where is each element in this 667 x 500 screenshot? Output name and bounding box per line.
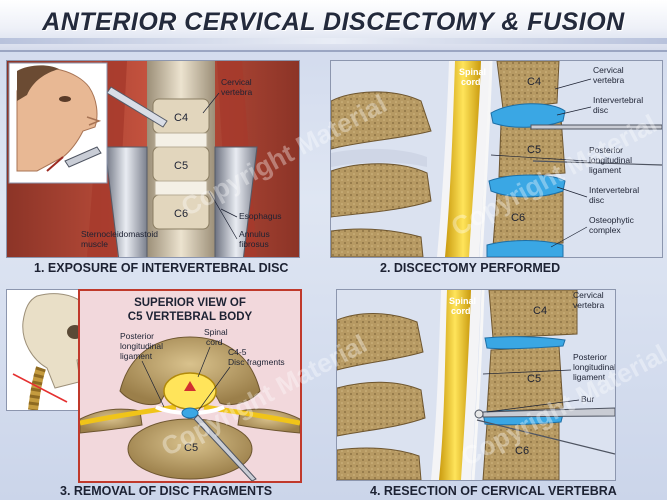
p2-c6-label: C6: [511, 212, 525, 224]
panel-superior-view: SUPERIOR VIEW OF C5 VERTEBRAL BODY C5 Po…: [78, 289, 302, 483]
p3-heading-2: C5 VERTEBRAL BODY: [128, 311, 253, 323]
p2-disc-top-label-1: Intervertebral: [593, 95, 643, 105]
p2-disc-bottom-label-2: disc: [589, 195, 605, 205]
discectomy-illustration: C4 C5 C6 Spinal cord Cervical vertebra I…: [331, 61, 662, 257]
p1-c6-label: C6: [174, 208, 188, 220]
p2-cord-label-2: cord: [461, 77, 481, 87]
p4-cord-label-2: cord: [451, 306, 471, 316]
p4-cervical-label-2: vertebra: [573, 300, 604, 310]
title-stripe: [0, 38, 667, 44]
p4-pll-label-2: longitudinal: [573, 362, 615, 372]
p3-cord-label-2: cord: [206, 337, 223, 347]
p1-annulus-label-1: Annulus: [239, 229, 270, 239]
p2-c5-label: C5: [527, 144, 541, 156]
p3-disc-fragments: [181, 407, 199, 419]
p4-c4-label: C4: [533, 305, 547, 317]
p3-heading-1: SUPERIOR VIEW OF: [134, 297, 246, 309]
p2-pll-label-1: Posterior: [589, 145, 623, 155]
p4-spinal-cord: [439, 290, 471, 480]
p3-fragments-label-2: Disc fragments: [228, 357, 285, 367]
panel-exposure: C4 C5 C6 Cervical vertebra Esophagus Ann…: [6, 60, 300, 258]
p2-cervical-label-2: vertebra: [593, 75, 624, 85]
exposure-illustration: C4 C5 C6 Cervical vertebra Esophagus Ann…: [7, 61, 299, 257]
p1-annulus-label-2: fibrosus: [239, 239, 269, 249]
p2-pll-label-3: ligament: [589, 165, 622, 175]
p3-cord-label-1: Spinal: [204, 327, 228, 337]
p3-fragments-label-1: C4-5: [228, 347, 247, 357]
panel1-caption: 1. EXPOSURE OF INTERVERTEBRAL DISC: [34, 261, 289, 275]
p1-c4-label: C4: [174, 112, 188, 124]
p4-pll-label-3: ligament: [573, 372, 606, 382]
panel3-caption: 3. REMOVAL OF DISC FRAGMENTS: [60, 484, 273, 498]
panel4-caption: 4. RESECTION OF CERVICAL VERTEBRA: [370, 484, 617, 498]
p4-cervical-label-1: Cervical: [573, 290, 604, 300]
p4-pll-label-1: Posterior: [573, 352, 607, 362]
p4-bur-label: Bur: [581, 394, 594, 404]
p2-disc-top-label-2: disc: [593, 105, 609, 115]
p1-cervical-label-2: vertebra: [221, 87, 252, 97]
p4-c6-label: C6: [515, 445, 529, 457]
page-title: ANTERIOR CERVICAL DISCECTOMY & FUSION: [42, 8, 625, 36]
p2-cervical-label-1: Cervical: [593, 65, 624, 75]
p1-c5-label: C5: [174, 160, 188, 172]
p2-osteophytic-label-1: Osteophytic: [589, 215, 635, 225]
p2-c4-label: C4: [527, 76, 541, 88]
p2-disc-bottom-label-1: Intervertebral: [589, 185, 639, 195]
resection-illustration: C4 C5 C6 Spinal cord Cervical vertebra P…: [337, 290, 615, 480]
p4-cord-label-1: Spinal: [449, 296, 476, 306]
p1-scm-label-2: muscle: [81, 239, 108, 249]
p2-pll-label-2: longitudinal: [589, 155, 632, 165]
superior-view-illustration: SUPERIOR VIEW OF C5 VERTEBRAL BODY C5 Po…: [80, 297, 300, 481]
p3-c5-label: C5: [184, 442, 198, 454]
p2-cord-label-1: Spinal: [459, 67, 486, 77]
panel2-caption: 2. DISCECTOMY PERFORMED: [380, 261, 561, 275]
p3-pll-label-1: Posterior: [120, 331, 154, 341]
spinal-cord: [445, 61, 481, 257]
p3-pll-label-2: longitudinal: [120, 341, 163, 351]
p1-scm-label-1: Sternocleidomastoid: [81, 229, 158, 239]
p1-cervical-label-1: Cervical: [221, 77, 252, 87]
p4-c5-label: C5: [527, 373, 541, 385]
patient-face-illustration: [16, 65, 102, 172]
panel-discectomy: C4 C5 C6 Spinal cord Cervical vertebra I…: [330, 60, 663, 258]
p1-esophagus-label: Esophagus: [239, 211, 282, 221]
p3-pll-label-3: ligament: [120, 351, 153, 361]
p2-osteophytic-label-2: complex: [589, 225, 621, 235]
title-bar: ANTERIOR CERVICAL DISCECTOMY & FUSION: [0, 0, 667, 52]
panel-resection: C4 C5 C6 Spinal cord Cervical vertebra P…: [336, 289, 616, 481]
